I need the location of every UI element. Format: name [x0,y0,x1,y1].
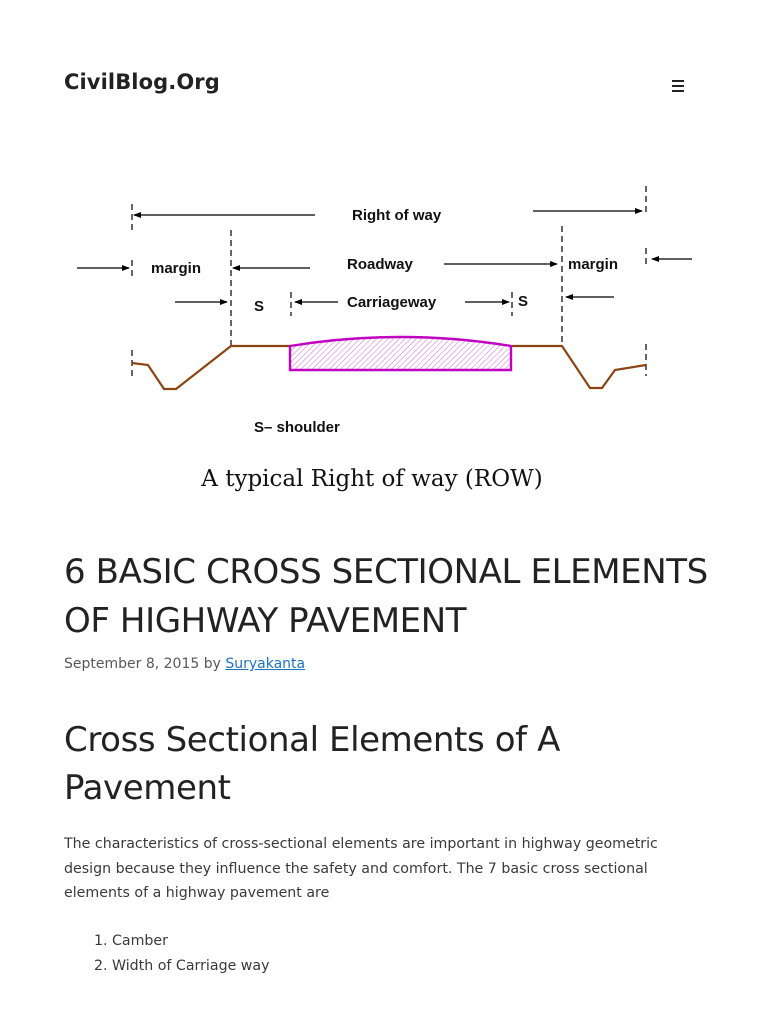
list-item: Width of Carriage way [112,954,270,979]
hamburger-menu-icon[interactable] [668,76,688,96]
label-roadway: Roadway [347,256,414,273]
featured-image: Right of way margin Roadway margin S Car… [0,172,768,502]
ground-profile-right [512,344,647,390]
ground-profile-left [131,344,291,391]
post-date: September 8, 2015 [64,656,200,672]
list-item: Camber [112,929,270,954]
label-margin-right: margin [568,256,618,273]
label-shoulder-note: S– shoulder [254,419,340,436]
post-meta: September 8, 2015 by Suryakanta [64,656,305,672]
label-shoulder-left: S [254,298,264,315]
author-link[interactable]: Suryakanta [225,656,306,672]
figure-caption: A typical Right of way (ROW) [200,466,542,492]
post-by: by [203,656,221,672]
section-heading: Cross Sectional Elements of A Pavement [64,720,560,808]
label-carriageway: Carriageway [347,294,437,311]
label-right-of-way: Right of way [352,207,442,224]
elements-list: Camber Width of Carriage way [64,929,270,979]
row-cross-section-diagram: Right of way margin Roadway margin S Car… [77,186,692,492]
label-shoulder-right: S [518,293,528,310]
article-title: 6 BASIC CROSS SECTIONAL ELEMENTS OF HIGH… [64,552,708,641]
site-header: CivilBlog.Org [0,0,768,172]
label-margin-left: margin [151,260,201,277]
pavement-carriageway [288,335,513,372]
dimension-arrows [77,208,692,305]
site-title-link[interactable]: CivilBlog.Org [64,70,220,94]
intro-paragraph: The characteristics of cross-sectional e… [64,836,658,901]
